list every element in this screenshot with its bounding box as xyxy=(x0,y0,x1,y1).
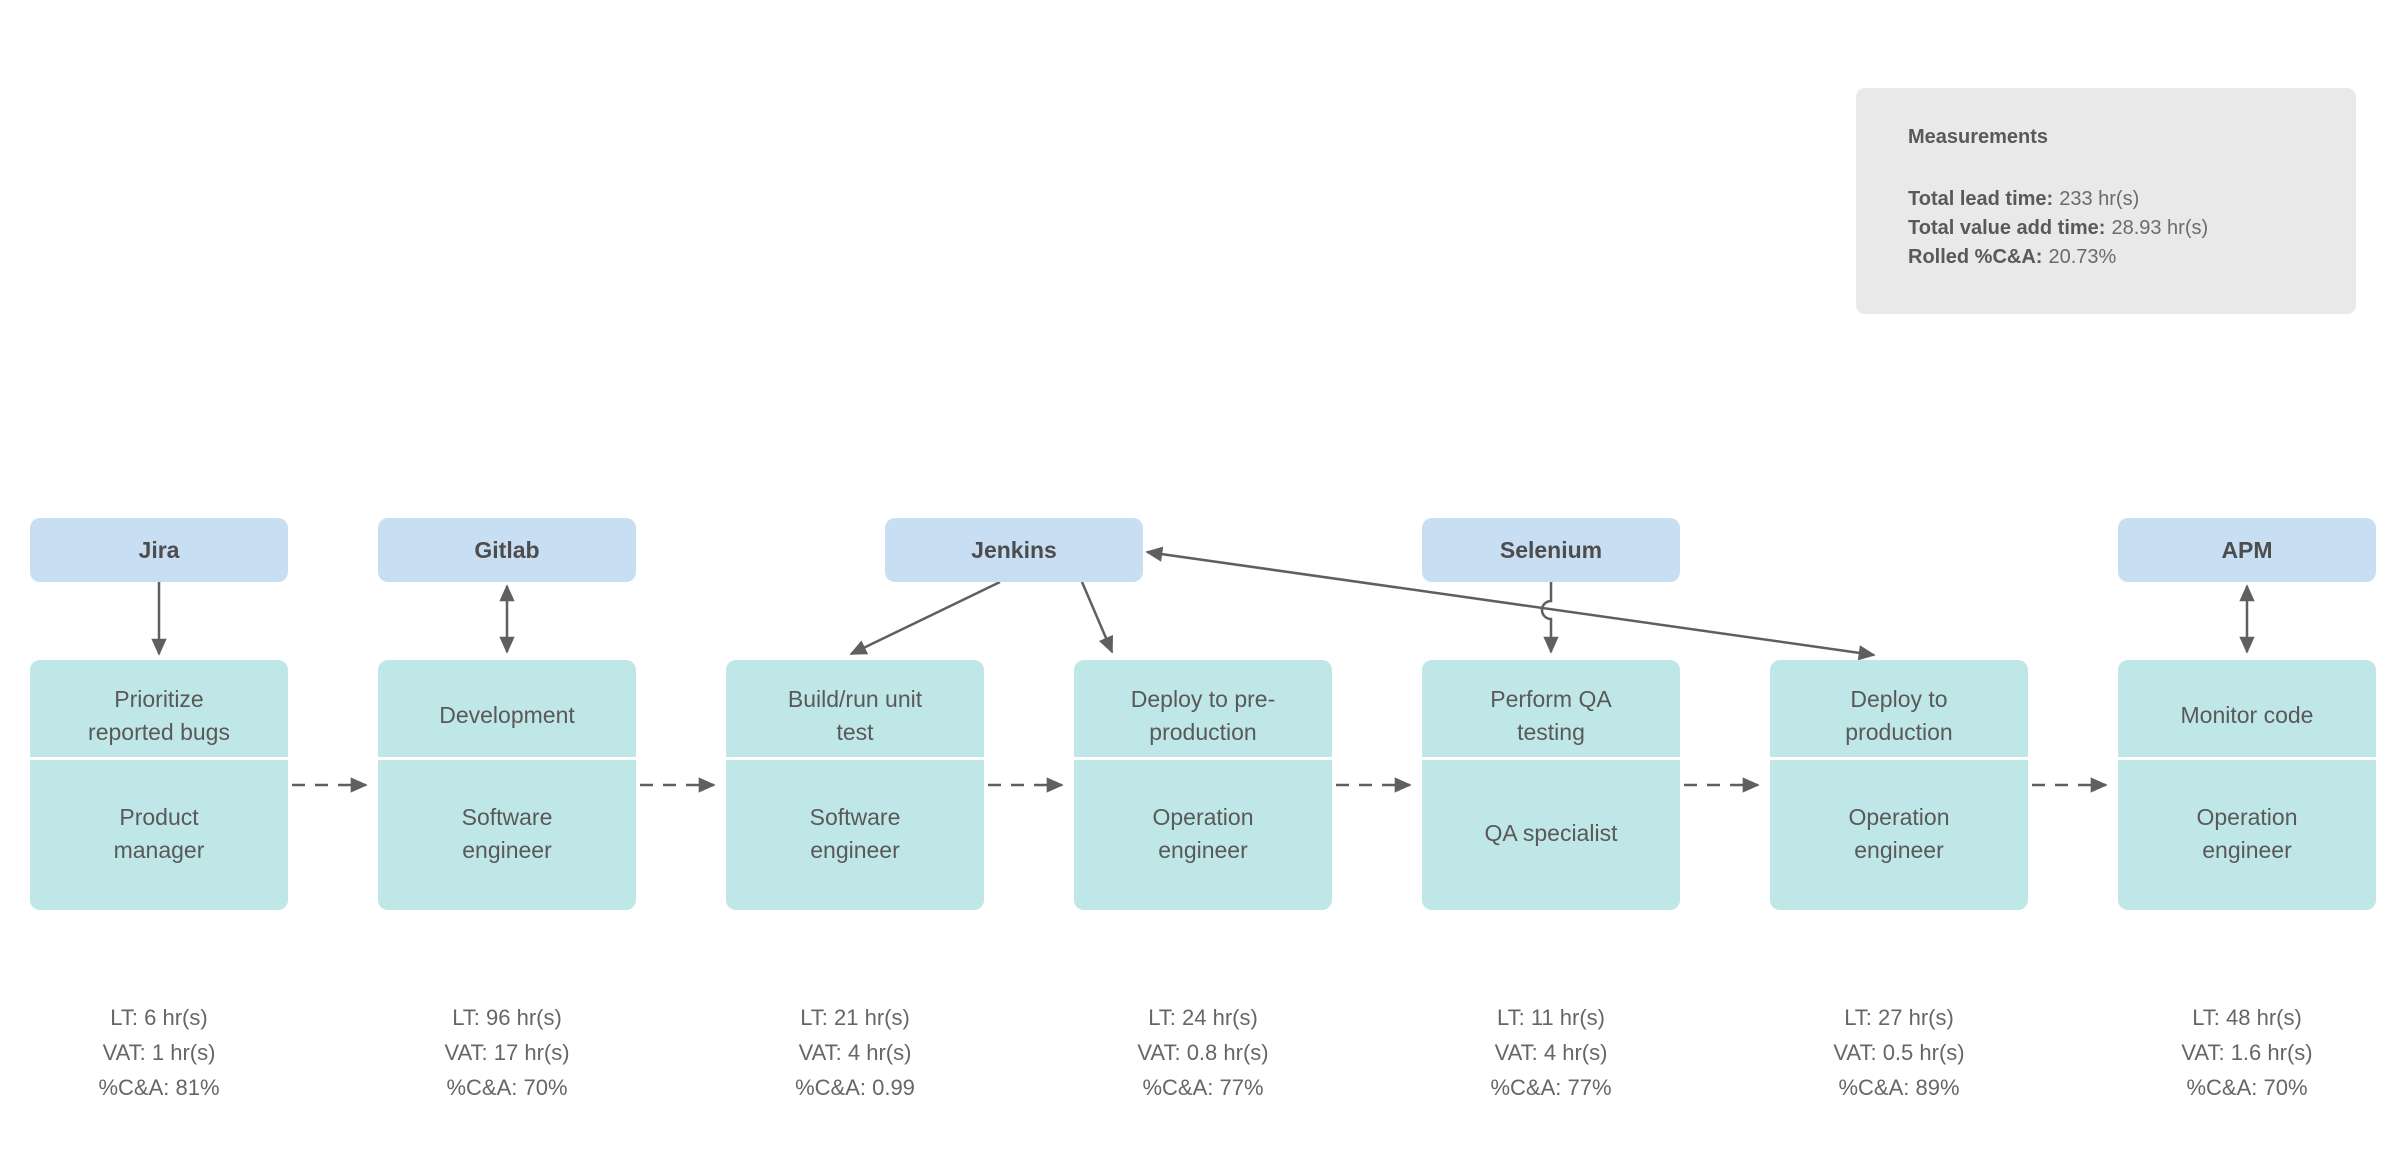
connector-jenkins-to-build-unit-test[interactable] xyxy=(849,580,1001,656)
connector-jenkins-to-deploy-preprod[interactable] xyxy=(1080,581,1114,654)
role-label: QA specialist xyxy=(1484,820,1618,846)
metric-ca: %C&A: 81% xyxy=(98,1075,220,1100)
role-label: Operation engineer xyxy=(1848,803,1950,863)
measurement-value: 28.93 hr(s) xyxy=(2111,217,2209,239)
process-label: Deploy to production xyxy=(1770,660,2028,760)
role-label: Operation engineer xyxy=(2196,803,2298,863)
step-box-development[interactable]: Development Software engineer xyxy=(378,660,636,910)
tool-box-gitlab[interactable]: Gitlab xyxy=(378,518,636,582)
tool-label: Gitlab xyxy=(474,536,540,563)
tool-label: Jenkins xyxy=(971,536,1057,563)
metric-lt: LT: 21 hr(s) xyxy=(800,1005,910,1030)
process-label: Prioritize reported bugs xyxy=(30,660,288,760)
measurement-value: 233 hr(s) xyxy=(2059,188,2140,210)
step-box-deploy-to-pre-production[interactable]: Deploy to pre-production Operation engin… xyxy=(1074,660,1332,910)
tool-box-selenium[interactable]: Selenium xyxy=(1422,518,1680,582)
metrics-block-step4[interactable]: LT: 24 hr(s) VAT: 0.8 hr(s) %C&A: 77% xyxy=(1053,1000,1353,1105)
metric-vat: VAT: 1.6 hr(s) xyxy=(2181,1040,2313,1065)
metrics-block-step3[interactable]: LT: 21 hr(s) VAT: 4 hr(s) %C&A: 0.99 xyxy=(705,1000,1005,1105)
metrics-block-step6[interactable]: LT: 27 hr(s) VAT: 0.5 hr(s) %C&A: 89% xyxy=(1749,1000,2049,1105)
metric-vat: VAT: 0.8 hr(s) xyxy=(1137,1040,1269,1065)
metric-vat: VAT: 0.5 hr(s) xyxy=(1833,1040,1965,1065)
step-box-prioritize-reported-bugs[interactable]: Prioritize reported bugs Product manager xyxy=(30,660,288,910)
role-label: Operation engineer xyxy=(1152,803,1254,863)
measurement-label: Total value add time: xyxy=(1908,217,2106,239)
metric-lt: LT: 6 hr(s) xyxy=(110,1005,208,1030)
metric-ca: %C&A: 70% xyxy=(2186,1075,2308,1100)
metric-ca: %C&A: 0.99 xyxy=(795,1075,915,1100)
measurement-value: 20.73% xyxy=(2048,246,2117,268)
role-label: Product manager xyxy=(113,803,205,863)
tool-box-apm[interactable]: APM xyxy=(2118,518,2376,582)
measurements-panel[interactable]: Measurements Total lead time:233 hr(s) T… xyxy=(1856,88,2356,314)
step-box-build-run-unit-test[interactable]: Build/run unit test Software engineer xyxy=(726,660,984,910)
metrics-block-step7[interactable]: LT: 48 hr(s) VAT: 1.6 hr(s) %C&A: 70% xyxy=(2097,1000,2397,1105)
process-label: Build/run unit test xyxy=(726,660,984,760)
metric-lt: LT: 48 hr(s) xyxy=(2192,1005,2302,1030)
metric-vat: VAT: 17 hr(s) xyxy=(444,1040,570,1065)
tool-label: APM xyxy=(2221,536,2273,563)
metric-lt: LT: 96 hr(s) xyxy=(452,1005,562,1030)
process-label: Development xyxy=(378,660,636,760)
measurement-label: Total lead time: xyxy=(1908,188,2054,210)
metric-ca: %C&A: 77% xyxy=(1142,1075,1264,1100)
step-box-monitor-code[interactable]: Monitor code Operation engineer xyxy=(2118,660,2376,910)
metrics-block-step1[interactable]: LT: 6 hr(s) VAT: 1 hr(s) %C&A: 81% xyxy=(9,1000,309,1105)
metric-ca: %C&A: 70% xyxy=(446,1075,568,1100)
metric-lt: LT: 24 hr(s) xyxy=(1148,1005,1258,1030)
role-label: Software engineer xyxy=(461,803,553,863)
measurement-row-rolled-ca: Rolled %C&A:20.73% xyxy=(1908,243,2326,272)
connector-jenkins-deploy-production-bidirectional[interactable] xyxy=(1145,546,1876,661)
metric-vat: VAT: 1 hr(s) xyxy=(102,1040,216,1065)
process-label: Perform QA testing xyxy=(1422,660,1680,760)
metric-lt: LT: 11 hr(s) xyxy=(1497,1005,1605,1030)
metric-ca: %C&A: 77% xyxy=(1490,1075,1612,1100)
metric-vat: VAT: 4 hr(s) xyxy=(1494,1040,1608,1065)
metric-vat: VAT: 4 hr(s) xyxy=(798,1040,912,1065)
tool-box-jira[interactable]: Jira xyxy=(30,518,288,582)
metric-lt: LT: 27 hr(s) xyxy=(1844,1005,1954,1030)
metrics-block-step2[interactable]: LT: 96 hr(s) VAT: 17 hr(s) %C&A: 70% xyxy=(357,1000,657,1105)
step-box-deploy-to-production[interactable]: Deploy to production Operation engineer xyxy=(1770,660,2028,910)
measurement-label: Rolled %C&A: xyxy=(1908,246,2043,268)
measurement-row-value-add-time: Total value add time:28.93 hr(s) xyxy=(1908,214,2326,243)
connector-selenium-to-qa-testing-with-hop[interactable] xyxy=(1540,582,1559,654)
tool-label: Jira xyxy=(138,536,180,563)
metrics-block-step5[interactable]: LT: 11 hr(s) VAT: 4 hr(s) %C&A: 77% xyxy=(1401,1000,1701,1105)
measurements-title: Measurements xyxy=(1908,126,2049,148)
tool-box-jenkins[interactable]: Jenkins xyxy=(885,518,1143,582)
metric-ca: %C&A: 89% xyxy=(1838,1075,1960,1100)
role-label: Software engineer xyxy=(809,803,901,863)
step-box-perform-qa-testing[interactable]: Perform QA testing QA specialist xyxy=(1422,660,1680,910)
tool-label: Selenium xyxy=(1499,536,1603,563)
process-label: Deploy to pre-production xyxy=(1074,660,1332,760)
process-label: Monitor code xyxy=(2118,660,2376,760)
measurement-row-lead-time: Total lead time:233 hr(s) xyxy=(1908,185,2326,214)
